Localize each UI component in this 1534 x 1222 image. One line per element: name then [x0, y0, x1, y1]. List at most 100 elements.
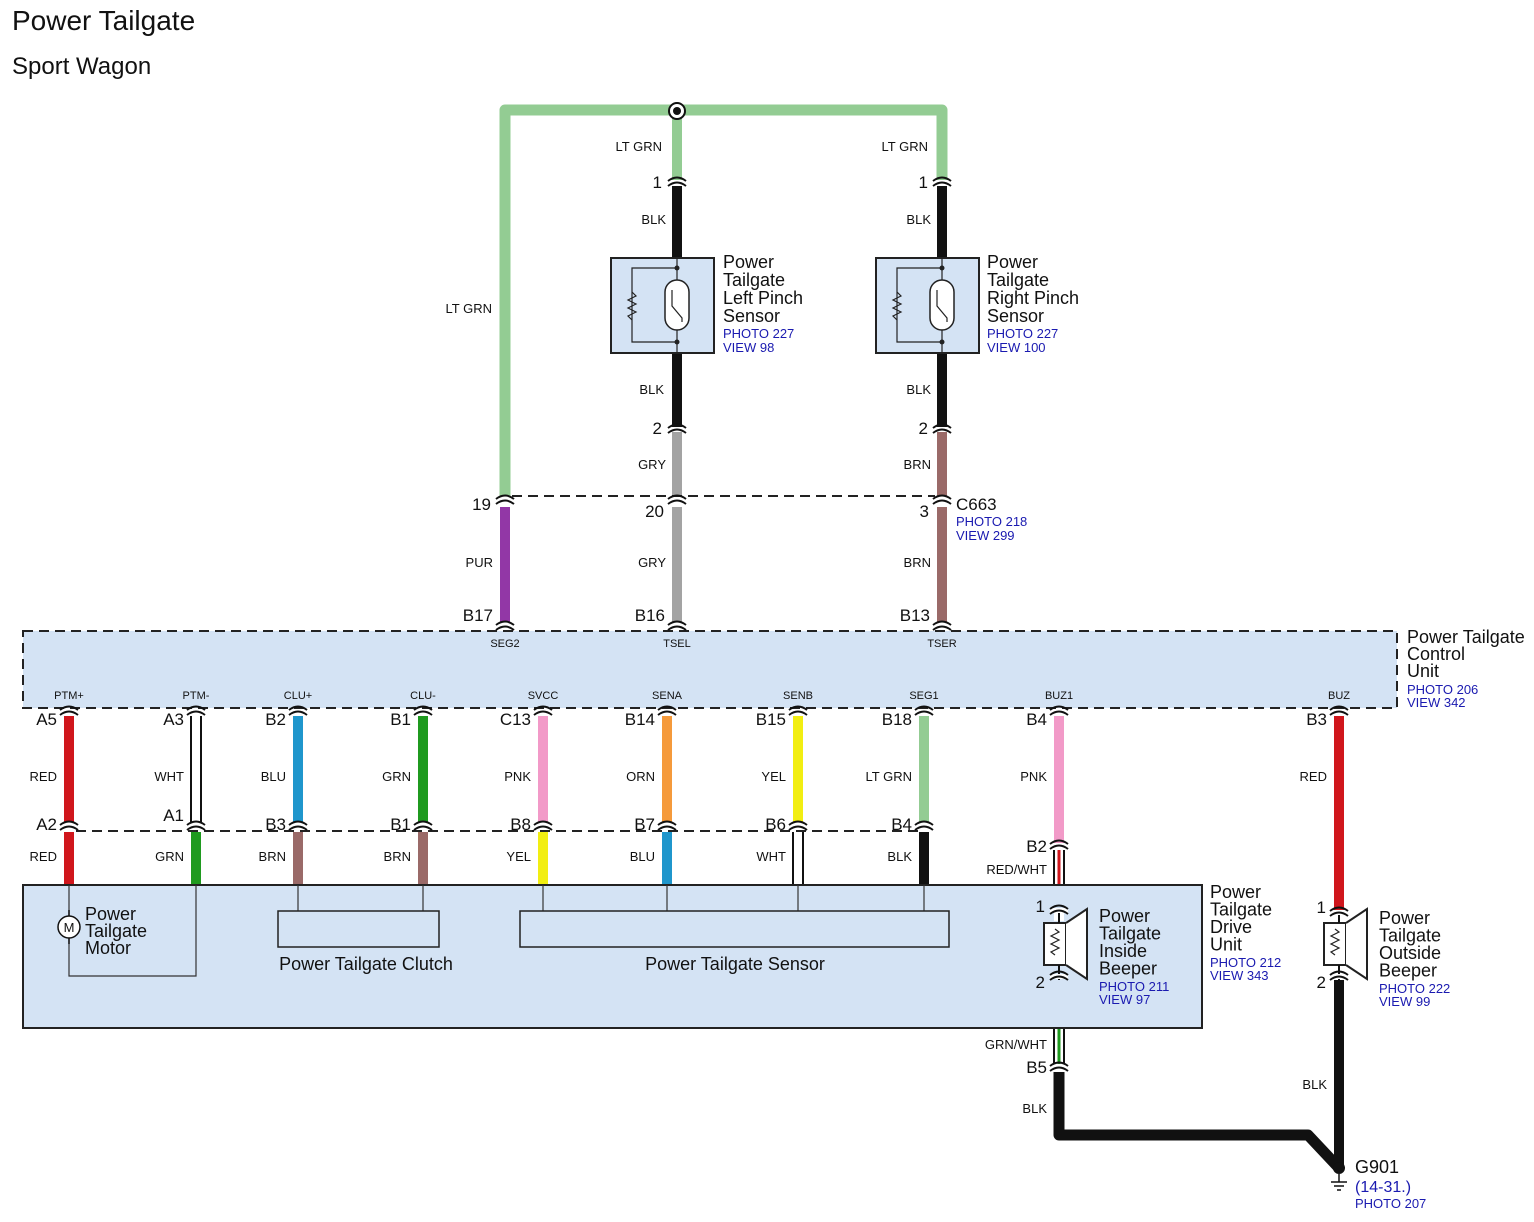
inside-beeper-name-line: Beeper: [1099, 959, 1157, 979]
left-pinch-sensor-photo-ref: PHOTO 227: [723, 326, 794, 341]
terminal-label: B16: [635, 606, 665, 625]
terminal-label: B2: [1026, 837, 1047, 856]
wire-color-label: BRN: [904, 457, 931, 472]
terminal-label: B1: [390, 710, 411, 729]
lt-grn-loop-wire: [499, 104, 948, 496]
terminal-label: B4: [891, 815, 912, 834]
right-pinch-sensor-node: [939, 339, 945, 345]
pin-number: 2: [919, 419, 928, 438]
terminal-label: B3: [265, 815, 286, 834]
mid-connector-fitting: [186, 820, 206, 831]
motor-name-line: Power: [85, 904, 136, 924]
control-unit-fitting-bottom: [59, 705, 79, 716]
buz1-redwht-wire-tracer: [1057, 850, 1061, 908]
lower-wire-upper: [418, 716, 428, 822]
motor-name-line: Tailgate: [85, 921, 147, 941]
right-sensor-out-wire: [937, 353, 947, 428]
control-unit-pin-label: PTM-: [183, 690, 210, 702]
wire-color-label: YEL: [506, 849, 531, 864]
outside-beeper-photo-ref: PHOTO 222: [1379, 981, 1450, 996]
wire-color-label: WHT: [756, 849, 786, 864]
right-pinch-sensor-node: [939, 265, 945, 271]
control-unit-pin-label: SENB: [783, 690, 813, 702]
terminal-label: B18: [882, 710, 912, 729]
lower-wire-lower: [919, 832, 929, 885]
wire-color-label: LT GRN: [446, 301, 492, 316]
lower-wire-lower: [191, 832, 201, 885]
control-unit-fitting-bottom: [1329, 705, 1349, 716]
left-pinch-sensor-view-ref: VIEW 98: [723, 340, 774, 355]
control-unit-fitting-bottom: [533, 705, 553, 716]
control-unit-fitting-bottom: [288, 705, 308, 716]
left-lower-wire: [672, 432, 682, 496]
right-pinch-sensor-name-line: Tailgate: [987, 270, 1049, 290]
connector-fitting: [667, 176, 687, 187]
components-layer: [22, 257, 1398, 1029]
mid-connector-fitting: [657, 820, 677, 831]
left-pinch-sensor-name-line: Sensor: [723, 306, 780, 326]
drive-unit-name-line: Drive: [1210, 917, 1252, 937]
motor-symbol: M: [64, 920, 75, 935]
left-top-wire: [672, 110, 682, 180]
ground-point: [1333, 1162, 1345, 1174]
lower-wire-upper: [793, 716, 803, 822]
left-pinch-sensor-switch-contact: [671, 290, 683, 322]
terminal-label: A2: [36, 815, 57, 834]
terminal-label: B1: [390, 815, 411, 834]
c663-fitting: [667, 494, 687, 505]
left-pinch-sensor-resistor-icon: [626, 291, 638, 321]
control-unit-pin-label: TSEL: [663, 638, 691, 650]
pin-number: 2: [1036, 973, 1045, 992]
terminal-label: B3: [1306, 710, 1327, 729]
wire-color-label: BLU: [630, 849, 655, 864]
outside-beeper-fitting: [1329, 970, 1349, 981]
terminal-label: C13: [500, 710, 531, 729]
buz1-ground-wire: [1053, 1072, 1344, 1172]
sensor-box: [519, 910, 950, 948]
drive-unit-view-ref: VIEW 343: [1210, 968, 1269, 983]
right-bottom-wire: [937, 507, 947, 622]
pin-number: 1: [1036, 897, 1045, 916]
wire-color-label: RED: [1300, 769, 1327, 784]
inside-beeper-view-ref: VIEW 97: [1099, 992, 1150, 1007]
inside-beeper-horn-icon: [1065, 907, 1088, 981]
right-pinch-sensor-switch-contact: [936, 290, 948, 322]
wire-color-label: RED: [30, 849, 57, 864]
wire-color-label: LT GRN: [866, 769, 912, 784]
c663-label: C663: [956, 495, 997, 514]
control-unit-fitting-bottom: [914, 705, 934, 716]
control-unit-pin-label: TSER: [927, 638, 956, 650]
left-sensor-in-wire: [672, 186, 682, 258]
inside-beeper-fitting: [1049, 904, 1069, 915]
lower-wire-upper: [538, 716, 548, 822]
lower-wire-lower: [64, 832, 74, 885]
terminal-label: B14: [625, 710, 655, 729]
outside-beeper-name-line: Power: [1379, 908, 1430, 928]
buz1-b2-fitting: [1049, 839, 1069, 850]
wire-color-label: BRN: [259, 849, 286, 864]
terminal-label: A3: [163, 710, 184, 729]
inside-beeper-photo-ref: PHOTO 211: [1099, 979, 1169, 994]
control-unit-pin-label: SEG1: [909, 690, 938, 702]
inside-beeper-coil-icon: [1049, 928, 1061, 956]
left-pinch-sensor-box: [610, 257, 715, 354]
buz1-b5-fitting: [1049, 1061, 1069, 1072]
wire-color-label: BRN: [904, 555, 931, 570]
control-unit-fitting-top: [932, 620, 952, 631]
left-pinch-sensor-name-line: Power: [723, 252, 774, 272]
lower-wire-upper: [64, 716, 74, 822]
pin-number: 19: [472, 495, 491, 514]
control-unit-pin-label: CLU+: [284, 690, 312, 702]
control-unit-fitting-bottom: [1049, 705, 1069, 716]
left-pinch-sensor-node: [674, 265, 680, 271]
terminal-label: B5: [1026, 1058, 1047, 1077]
left-pinch-sensor-name-line: Left Pinch: [723, 288, 803, 308]
splice-dot: [673, 107, 681, 115]
wire-color-label: PUR: [466, 555, 493, 570]
control-unit-pin-label: PTM+: [54, 690, 84, 702]
right-pinch-sensor-photo-ref: PHOTO 227: [987, 326, 1058, 341]
clutch-box: [277, 910, 440, 948]
inside-beeper-name-line: Inside: [1099, 941, 1147, 961]
control-unit-photo-ref: PHOTO 206: [1407, 682, 1478, 697]
wire-color-label: PNK: [1020, 769, 1047, 784]
